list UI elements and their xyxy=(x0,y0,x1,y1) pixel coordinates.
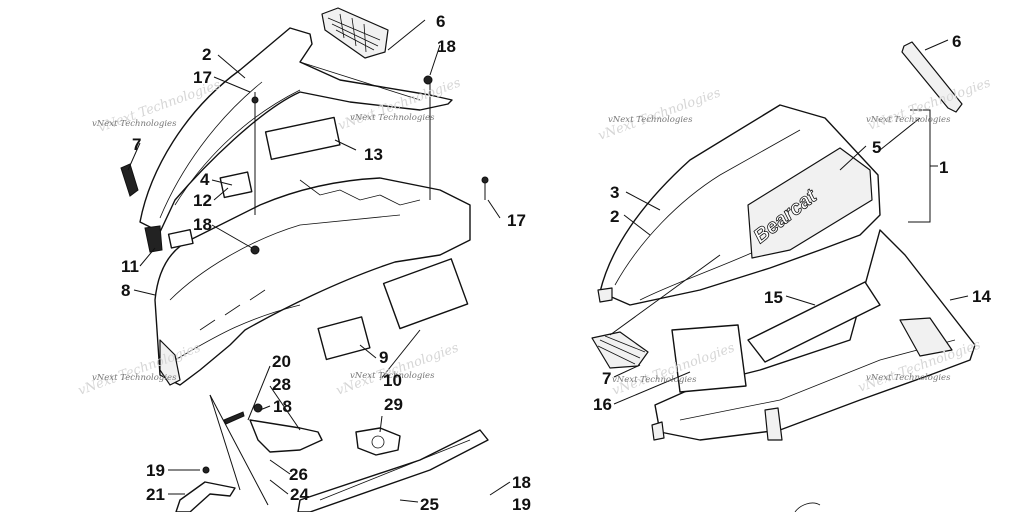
callout-number: 16 xyxy=(593,395,612,414)
vent-side-lower xyxy=(764,407,783,441)
callout-number: 6 xyxy=(952,32,961,51)
vent-grille-top xyxy=(321,7,389,59)
callout-number: 7 xyxy=(132,135,141,154)
bracket-21 xyxy=(175,481,236,512)
callout-number: 18 xyxy=(273,397,292,416)
callout-number: 7 xyxy=(602,369,611,388)
decal-13 xyxy=(264,116,341,161)
callout-number: 13 xyxy=(364,145,383,164)
bracket-28 xyxy=(249,419,323,453)
spring-20 xyxy=(223,411,245,425)
callout-number: 6 xyxy=(436,12,445,31)
light-right xyxy=(591,331,649,369)
svg-text:vNext Technologies: vNext Technologies xyxy=(350,113,435,123)
callout-number: 19 xyxy=(512,495,531,512)
callout-number: 9 xyxy=(379,348,388,367)
callout-number: 18 xyxy=(193,215,212,234)
callout-number: 10 xyxy=(383,371,402,390)
callout-number: 21 xyxy=(146,485,165,504)
callouts-right: 6 5 1 3 2 15 14 7 16 xyxy=(593,32,991,414)
plate-29 xyxy=(355,427,401,456)
callout-number: 4 xyxy=(200,170,210,189)
callout-number: 3 xyxy=(610,183,619,202)
hood-side-trim xyxy=(159,339,181,386)
decal-4 xyxy=(167,228,194,249)
callout-number: 29 xyxy=(384,395,403,414)
svg-text:vNext Technologies: vNext Technologies xyxy=(866,115,951,125)
callout-number: 14 xyxy=(972,287,991,306)
callout-number: 15 xyxy=(764,288,783,307)
callout-number: 18 xyxy=(512,473,531,492)
hood-upper-right xyxy=(599,104,881,306)
callout-number: 24 xyxy=(290,485,309,504)
callout-number: 5 xyxy=(872,138,881,157)
decal-16 xyxy=(671,324,747,393)
light-left xyxy=(120,163,139,197)
svg-text:vNext Technologies: vNext Technologies xyxy=(350,371,435,381)
decal-10 xyxy=(382,258,469,330)
bumper-11 xyxy=(144,225,163,253)
callout-number: 20 xyxy=(272,352,291,371)
callout-number: 11 xyxy=(121,257,139,276)
svg-text:vNext Technologies: vNext Technologies xyxy=(92,119,177,129)
vent-grille-top-right xyxy=(901,41,963,113)
callout-number: 1 xyxy=(939,158,948,177)
svg-text:vNext Technologies: vNext Technologies xyxy=(866,373,951,383)
callout-number: 19 xyxy=(146,461,165,480)
svg-text:vNext Technologies: vNext Technologies xyxy=(608,115,693,125)
callout-number: 17 xyxy=(193,68,212,87)
callouts-left: 2 17 6 18 13 7 4 12 18 17 11 8 9 10 20 2… xyxy=(121,12,531,512)
callout-number: 2 xyxy=(610,207,619,226)
callout-number: 26 xyxy=(289,465,308,484)
callout-number: 12 xyxy=(193,191,212,210)
decal-12 xyxy=(219,171,253,199)
callout-number: 2 xyxy=(202,45,211,64)
svg-text:vNext Technologies: vNext Technologies xyxy=(612,375,697,385)
svg-text:vNext Technologies: vNext Technologies xyxy=(92,373,177,383)
vent-side-14 xyxy=(899,317,953,357)
decal-15 xyxy=(747,281,881,363)
callout-number: 18 xyxy=(437,37,456,56)
callout-number: 8 xyxy=(121,281,130,300)
decal-9 xyxy=(317,316,371,361)
logo-panel xyxy=(747,147,873,259)
callout-number: 28 xyxy=(272,375,291,394)
callout-number: 17 xyxy=(507,211,526,230)
callout-number: 25 xyxy=(420,495,439,512)
